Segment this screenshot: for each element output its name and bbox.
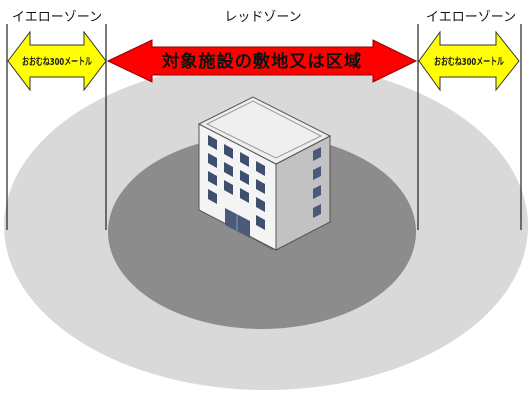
yellow-arrow-left-label: おおむね300メートル [22,56,92,68]
zone-title-right: イエローゾーン [426,10,516,25]
red-arrow-label: 対象施設の敷地又は区域 [161,51,362,72]
yellow-arrow-left [7,30,107,92]
zone-title-left: イエローゾーン [12,10,102,25]
building-icon [197,96,332,251]
red-arrow-center [106,39,418,83]
yellow-arrow-right-label: おおむね300メートル [434,56,504,68]
zone-title-center: レッドゾーン [224,10,301,25]
yellow-arrow-right [418,30,520,92]
